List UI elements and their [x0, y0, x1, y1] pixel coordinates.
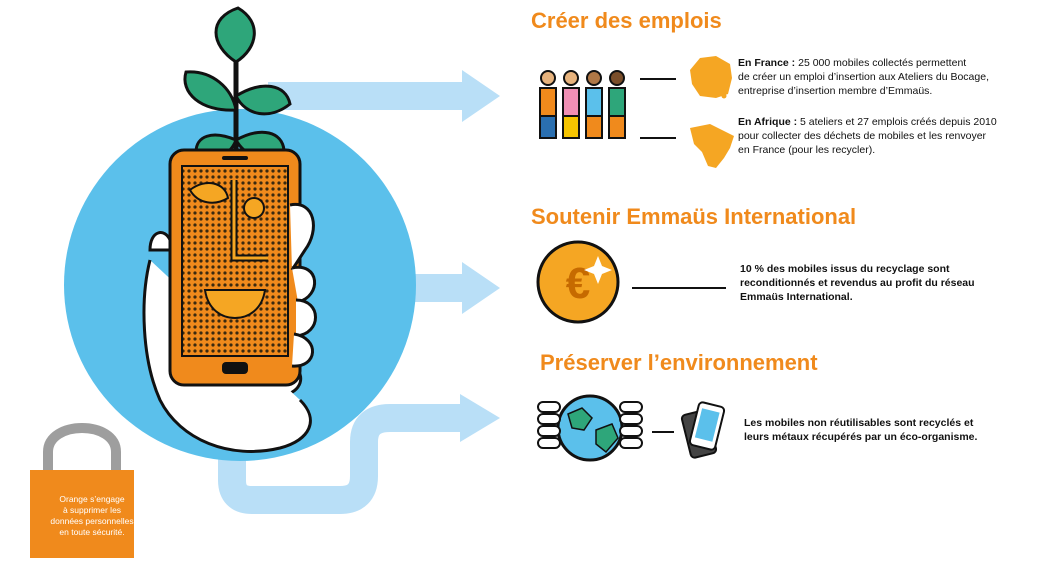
globe-in-hands-icon — [537, 394, 643, 462]
connector-globe-phones — [652, 431, 674, 433]
lock-text: Orange s’engage à supprimer les données … — [36, 494, 148, 538]
environment-line-2: leurs métaux récupérés par un éco-organi… — [744, 431, 978, 443]
environment-line-1: Les mobiles non réutilisables sont recyc… — [744, 417, 974, 429]
padlock-icon — [30, 423, 134, 558]
text-france: En France : 25 000 mobiles collectés per… — [738, 56, 1038, 98]
hand-fingers — [289, 203, 317, 368]
africa-map-icon — [690, 124, 734, 168]
africa-line-2: pour collecter des déchets de mobiles et… — [738, 130, 987, 142]
africa-label: En Afrique : — [738, 116, 798, 128]
connector-people-france — [640, 78, 676, 80]
lock-line-3: données personnelles — [50, 516, 134, 526]
euro-coin-icon: € — [536, 240, 620, 324]
arrow-to-jobs — [268, 70, 500, 122]
france-label: En France : — [738, 57, 796, 69]
people-group-icon — [539, 70, 626, 139]
connector-coin-text — [632, 287, 726, 289]
heading-jobs: Créer des emplois — [531, 8, 722, 33]
emmaus-line-1: 10 % des mobiles issus du recyclage sont — [740, 263, 950, 275]
france-line-3: entreprise d’insertion membre d’Emmaüs. — [738, 85, 933, 97]
text-emmaus: 10 % des mobiles issus du recyclage sont… — [740, 262, 1030, 304]
africa-line-3: en France (pour les recycler). — [738, 144, 876, 156]
text-environment: Les mobiles non réutilisables sont recyc… — [744, 416, 1044, 444]
phones-icon — [680, 401, 726, 459]
emmaus-line-3: Emmaüs International. — [740, 291, 853, 303]
phone-icon — [168, 148, 302, 387]
connector-people-africa — [640, 137, 676, 139]
emmaus-line-2: reconditionnés et revendus au profit du … — [740, 277, 975, 289]
lock-line-4: en toute sécurité. — [59, 527, 125, 537]
sprout-icon — [183, 6, 292, 160]
france-line-1: 25 000 mobiles collectés permettent — [795, 57, 967, 69]
lock-line-1: Orange s’engage — [59, 494, 125, 504]
lock-line-2: à supprimer les — [62, 505, 122, 515]
text-africa: En Afrique : 5 ateliers et 27 emplois cr… — [738, 115, 1048, 157]
france-line-2: de créer un emploi d’insertion aux Ateli… — [738, 71, 989, 83]
heading-environment: Préserver l’environnement — [540, 350, 818, 375]
france-map-icon — [690, 56, 732, 99]
arrow-to-environment — [218, 394, 500, 514]
heading-emmaus: Soutenir Emmaüs International — [531, 204, 857, 229]
africa-line-1: 5 ateliers et 27 emplois créés depuis 20… — [797, 116, 997, 128]
svg-text:€: € — [566, 259, 590, 308]
